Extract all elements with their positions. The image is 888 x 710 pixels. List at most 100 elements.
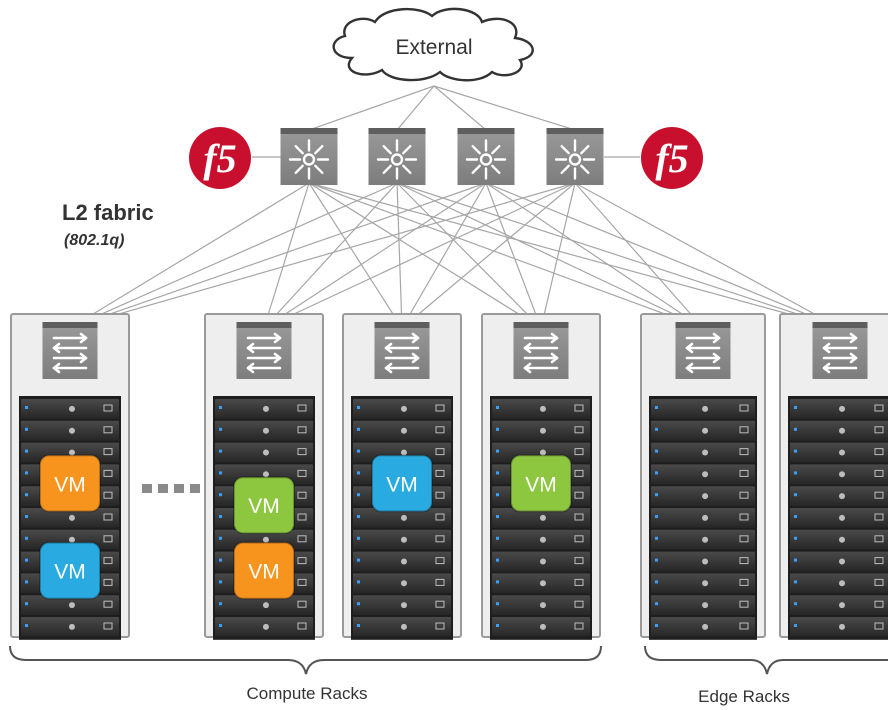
server-unit [651, 551, 755, 572]
rack-compute-1: VM VM [10, 313, 130, 640]
server-unit [790, 508, 888, 528]
server-unit [215, 420, 313, 441]
rack-compute-2: VM VM [204, 313, 324, 640]
server-unit [215, 595, 313, 615]
server-unit [651, 464, 755, 485]
switch-arrows-icon [523, 332, 559, 374]
tor-switch [675, 322, 731, 379]
server-unit [651, 508, 755, 528]
server-unit [651, 486, 755, 506]
switch-arrows-icon [384, 332, 420, 374]
server-unit [492, 617, 590, 637]
server-unit [492, 399, 590, 419]
tor-switch [513, 322, 569, 379]
external-cloud: External [332, 7, 534, 82]
server-unit [353, 573, 451, 594]
router-icon [288, 139, 330, 180]
server-unit [790, 617, 888, 637]
server-unit [215, 399, 313, 419]
router-icon [465, 139, 507, 180]
fabric-links [69, 85, 841, 329]
router-icon [554, 139, 596, 180]
switch-arrows-icon [246, 332, 282, 374]
vm-orange: VM [39, 454, 101, 513]
server-unit [790, 595, 888, 615]
fabric-title: L2 fabric [62, 200, 154, 225]
vm-label: VM [54, 473, 86, 496]
vm-blue: VM [39, 541, 101, 600]
switch-arrows-icon [822, 332, 858, 374]
rack-compute-3: VM [342, 313, 462, 640]
server-unit [651, 529, 755, 550]
server-unit [215, 617, 313, 637]
server-unit [651, 617, 755, 637]
f5-logo-text: f5 [203, 136, 236, 181]
server-unit [21, 508, 119, 528]
vm-green: VM [233, 476, 295, 535]
vm-green: VM [510, 454, 572, 513]
rack-edge-1 [640, 313, 766, 640]
vm-label: VM [386, 473, 418, 496]
edge-racks-label: Edge Racks [698, 687, 790, 706]
server-unit [651, 573, 755, 594]
server-unit [492, 508, 590, 528]
server-unit [21, 420, 119, 441]
vm-blue: VM [371, 454, 433, 513]
tor-switch [42, 322, 98, 379]
vm-orange: VM [233, 541, 295, 600]
edge-racks-brace [644, 645, 888, 675]
server-unit [21, 399, 119, 419]
rack-compute-4: VM [481, 313, 601, 640]
server-unit [492, 420, 590, 441]
f5-logo: f5 [189, 127, 251, 189]
server-unit [790, 399, 888, 419]
spine-switch [280, 128, 338, 185]
rack-edge-2 [779, 313, 888, 640]
f5-logo-text: f5 [655, 136, 688, 181]
server-unit [492, 529, 590, 550]
server-unit [651, 595, 755, 615]
vm-label: VM [248, 495, 280, 518]
server-unit [492, 595, 590, 615]
server-unit [215, 442, 313, 463]
spine-switch [368, 128, 426, 185]
fabric-subtitle: (802.1q) [64, 232, 124, 249]
server-unit [353, 595, 451, 615]
vm-label: VM [525, 473, 557, 496]
tor-switch [374, 322, 430, 379]
server-unit [492, 573, 590, 594]
compute-racks-label: Compute Racks [247, 684, 368, 703]
server-unit [790, 464, 888, 485]
tor-switch [812, 322, 868, 379]
server-unit [353, 617, 451, 637]
server-unit [353, 529, 451, 550]
server-unit [790, 573, 888, 594]
spine-switches [280, 128, 604, 185]
server-unit [651, 420, 755, 441]
more-racks-ellipsis [142, 484, 200, 493]
spine-switch [546, 128, 604, 185]
server-unit [21, 595, 119, 615]
cloud-icon [332, 7, 534, 82]
server-unit [790, 529, 888, 550]
server-unit [790, 551, 888, 572]
server-unit [353, 508, 451, 528]
load-balancers: f5 f5 [189, 127, 703, 189]
f5-logo: f5 [641, 127, 703, 189]
cloud-label: External [395, 36, 472, 59]
server-unit [790, 486, 888, 506]
router-icon [376, 139, 418, 180]
server-unit [651, 399, 755, 419]
compute-racks-brace [9, 645, 602, 675]
server-unit [790, 442, 888, 463]
spine-switch [457, 128, 515, 185]
tor-switch [236, 322, 292, 379]
server-unit [651, 442, 755, 463]
vm-label: VM [54, 561, 86, 584]
server-unit [353, 551, 451, 572]
server-unit [492, 551, 590, 572]
server-unit [21, 617, 119, 637]
switch-arrows-icon [52, 332, 88, 374]
server-unit [353, 399, 451, 419]
